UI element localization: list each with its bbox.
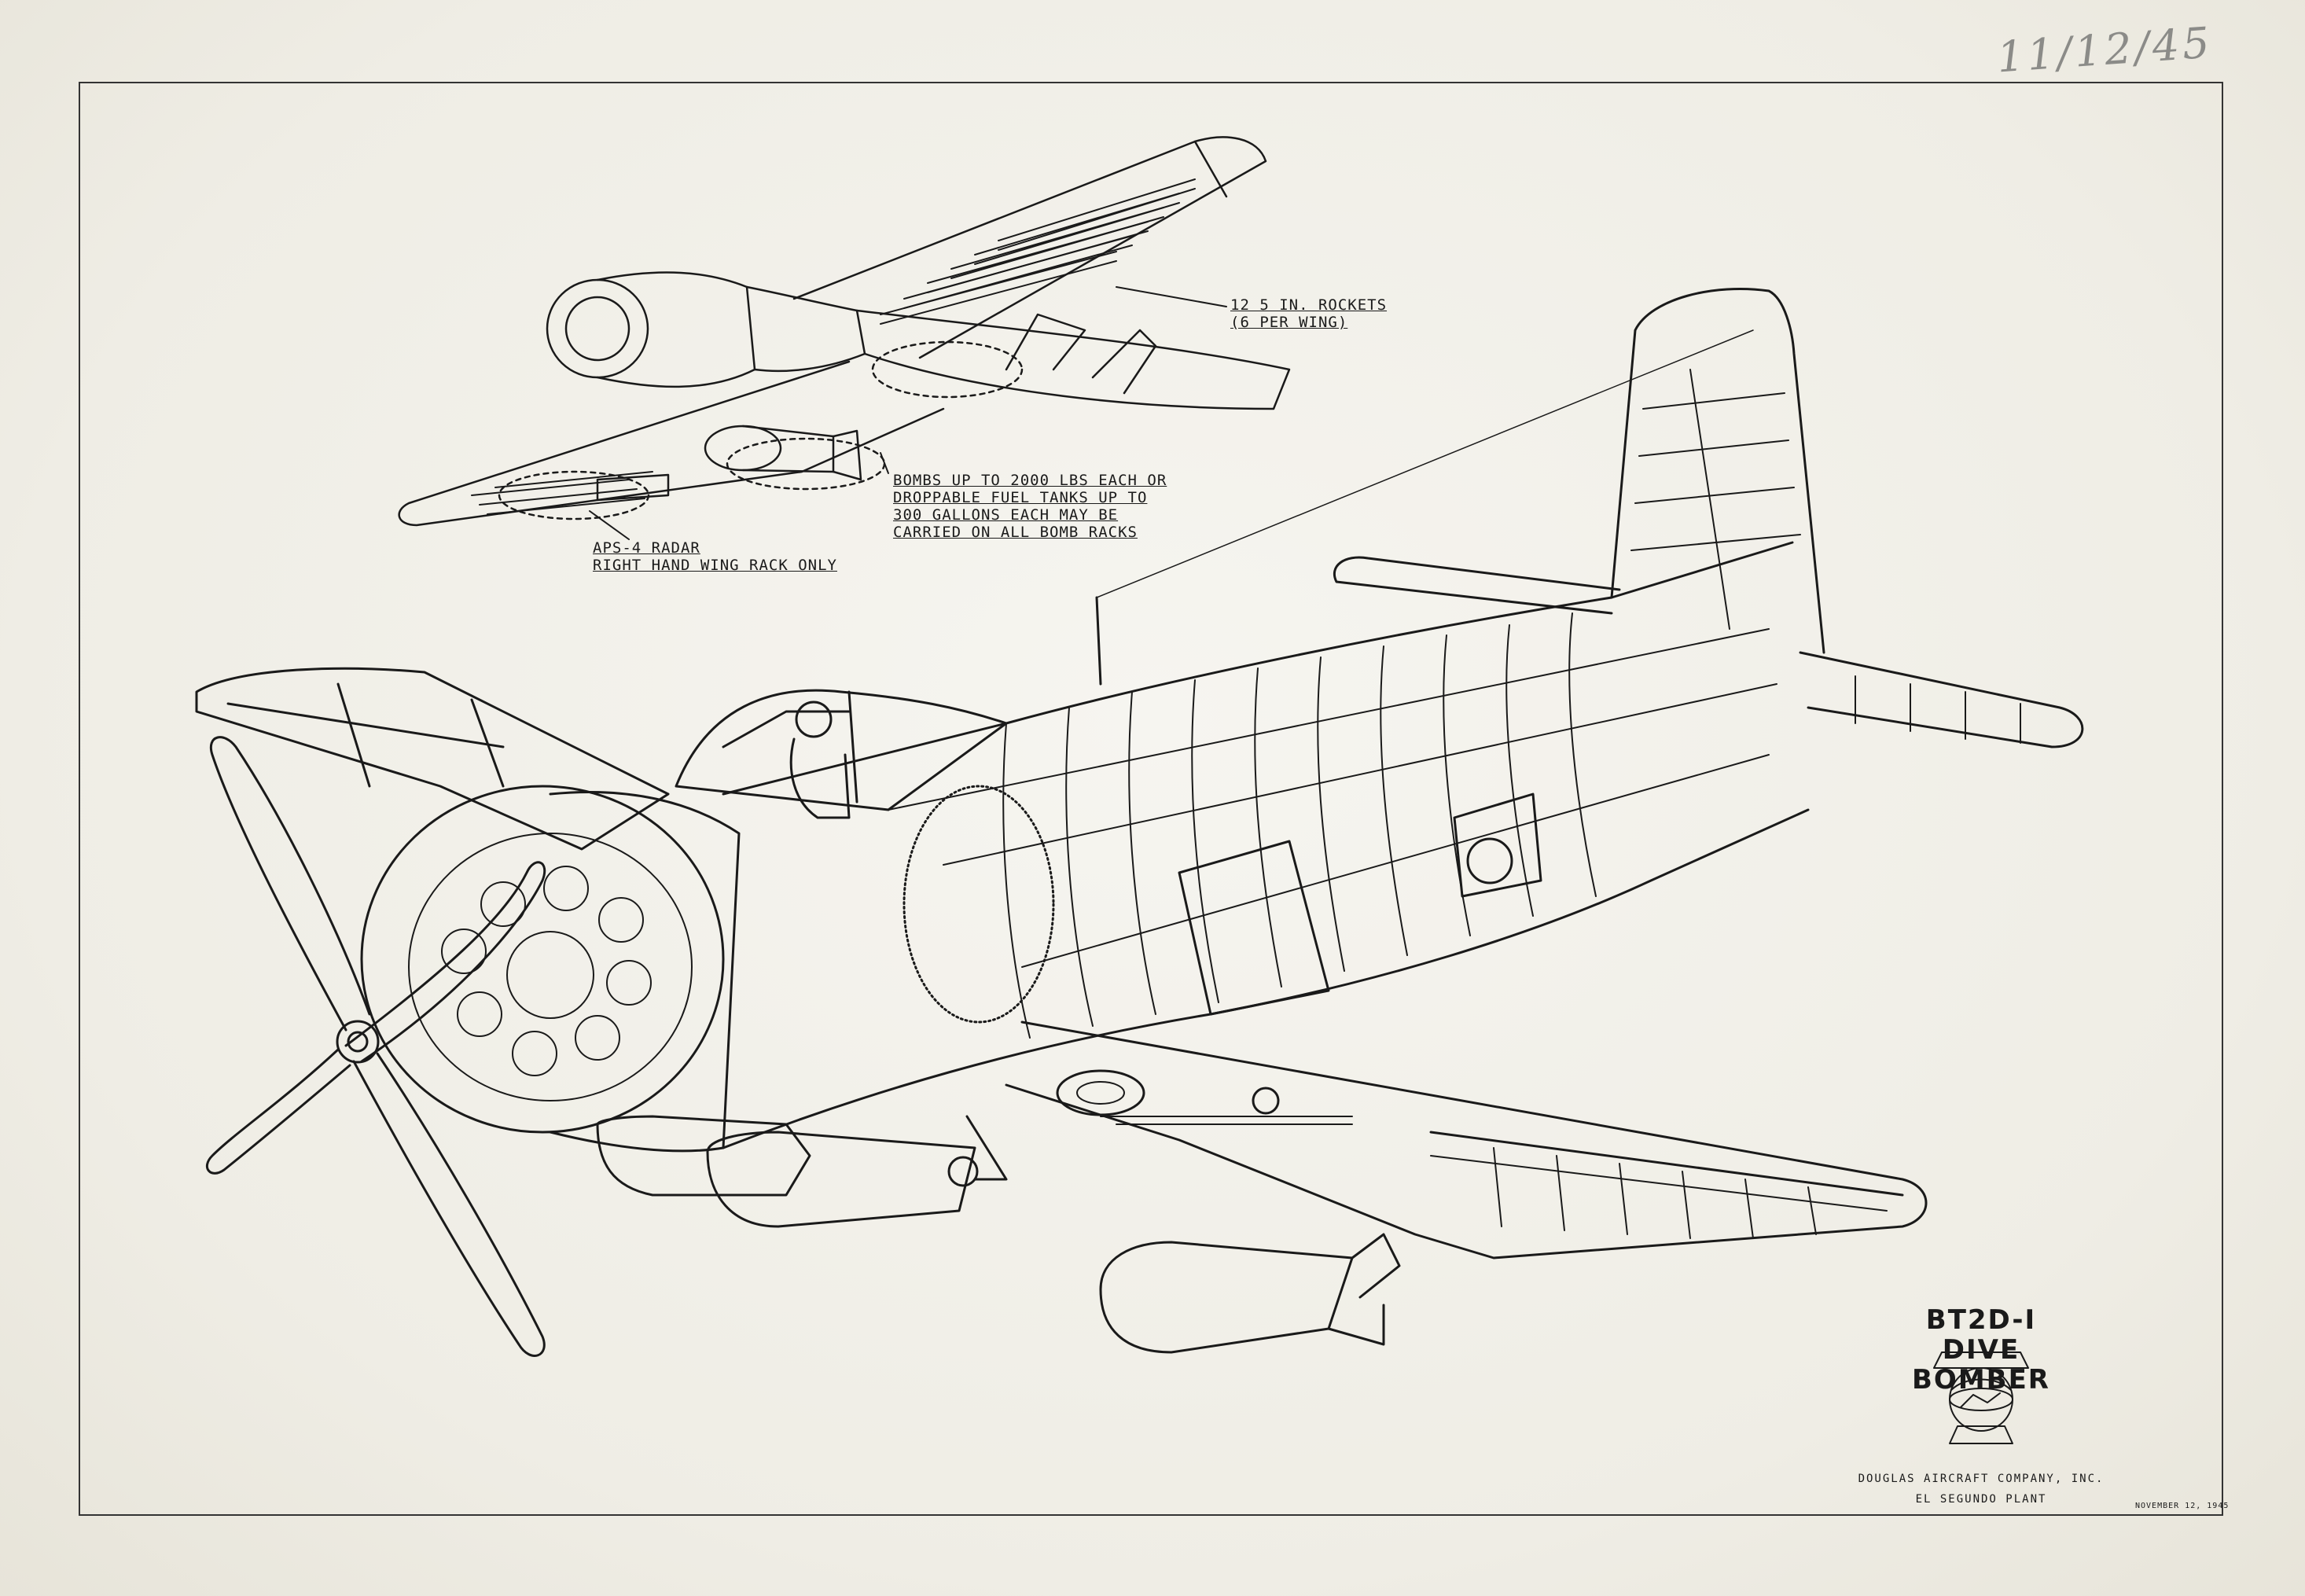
underside-view bbox=[398, 136, 1291, 527]
main-aircraft bbox=[195, 288, 2084, 1357]
callout-radar-line-1: APS-4 RADAR bbox=[593, 539, 700, 557]
callout-bombs-line-1: BOMBS UP TO 2000 LBS EACH OR bbox=[893, 472, 1167, 489]
douglas-logo-emblem bbox=[1933, 1351, 2029, 1444]
title-block: BT2D-I DIVE BOMBER bbox=[1887, 1305, 2075, 1395]
callout-bombs: BOMBS UP TO 2000 LBS EACH OR DROPPABLE F… bbox=[893, 472, 1167, 541]
callout-rockets: 12 5 IN. ROCKETS (6 PER WING) bbox=[1230, 296, 1387, 331]
company-info: DOUGLAS AIRCRAFT COMPANY, INC. EL SEGUND… bbox=[1832, 1469, 2130, 1510]
drawing-date: NOVEMBER 12, 1945 bbox=[2135, 1502, 2230, 1510]
aircraft-type: DIVE BOMBER bbox=[1912, 1334, 2050, 1396]
callout-radar: APS-4 RADAR RIGHT HAND WING RACK ONLY bbox=[593, 539, 837, 574]
aircraft-model: BT2D-I bbox=[1925, 1304, 2037, 1336]
drawing-border bbox=[79, 82, 2223, 1516]
plant-name: EL SEGUNDO PLANT bbox=[1915, 1493, 2047, 1506]
callout-bombs-line-3: 300 GALLONS EACH MAY BE bbox=[893, 506, 1119, 524]
callout-radar-line-2: RIGHT HAND WING RACK ONLY bbox=[593, 557, 837, 574]
callout-rockets-line-2: (6 PER WING) bbox=[1230, 314, 1348, 331]
callout-bombs-line-2: DROPPABLE FUEL TANKS UP TO bbox=[893, 489, 1148, 506]
callout-rockets-line-1: 12 5 IN. ROCKETS bbox=[1230, 296, 1388, 314]
company-name: DOUGLAS AIRCRAFT COMPANY, INC. bbox=[1858, 1473, 2105, 1485]
callout-bombs-line-4: CARRIED ON ALL BOMB RACKS bbox=[893, 524, 1138, 541]
